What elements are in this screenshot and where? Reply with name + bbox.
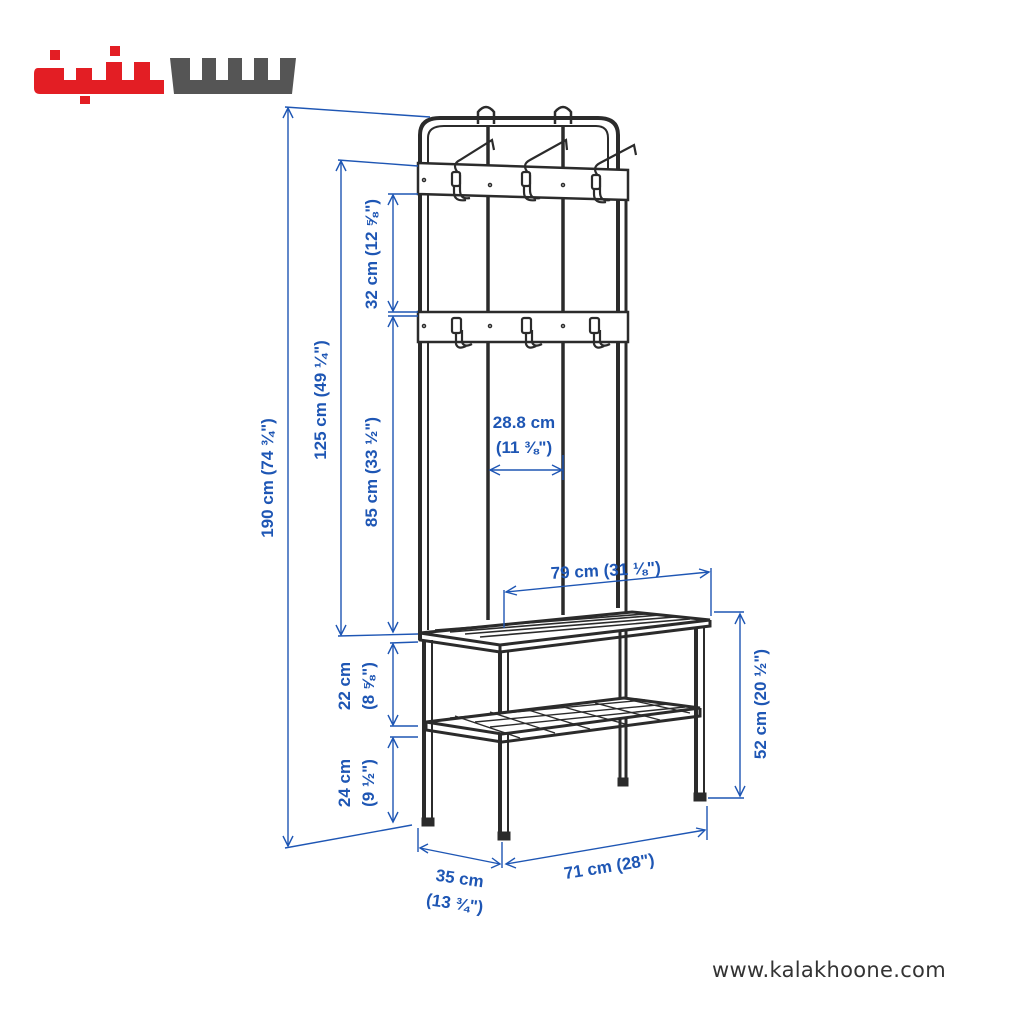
screw-dots [421, 177, 566, 329]
upper-hooks [450, 138, 638, 204]
dim-hooks-height: 125 cm (49 ¼") [311, 340, 330, 460]
dim-shelf-height-in: (9 ½") [359, 759, 378, 807]
dim-post-spacing-in: (11 ⅜") [496, 438, 552, 457]
brand-logo [30, 40, 300, 104]
dim-post-spacing-cm: 28.8 cm [493, 413, 555, 432]
dim-depth-cm: 35 cm [435, 866, 485, 892]
dim-total-height: 190 cm (74 ¾") [258, 418, 277, 538]
bench-shelf [424, 696, 702, 744]
dimension-lines [282, 106, 746, 869]
dim-frame-width: 71 cm (28") [563, 850, 656, 883]
hall-stand-drawing [416, 105, 712, 841]
dim-bench-height: 52 cm (20 ½") [751, 649, 770, 759]
website-url[interactable]: www.kalakhoone.com [712, 958, 946, 982]
dim-rail-spacing: 32 cm (12 ⅝") [362, 199, 381, 309]
dim-seat-to-shelf-in: (8 ⅝") [359, 662, 378, 710]
middle-hooks [450, 316, 611, 349]
bench-seat [418, 610, 712, 654]
dim-rail-to-bench: 85 cm (33 ½") [362, 417, 381, 527]
dim-bench-width: 79 cm (31 ⅛") [550, 558, 661, 583]
dim-depth-in: (13 ¾") [425, 890, 484, 917]
dim-shelf-height-cm: 24 cm [335, 759, 354, 807]
dim-seat-to-shelf-cm: 22 cm [335, 662, 354, 710]
